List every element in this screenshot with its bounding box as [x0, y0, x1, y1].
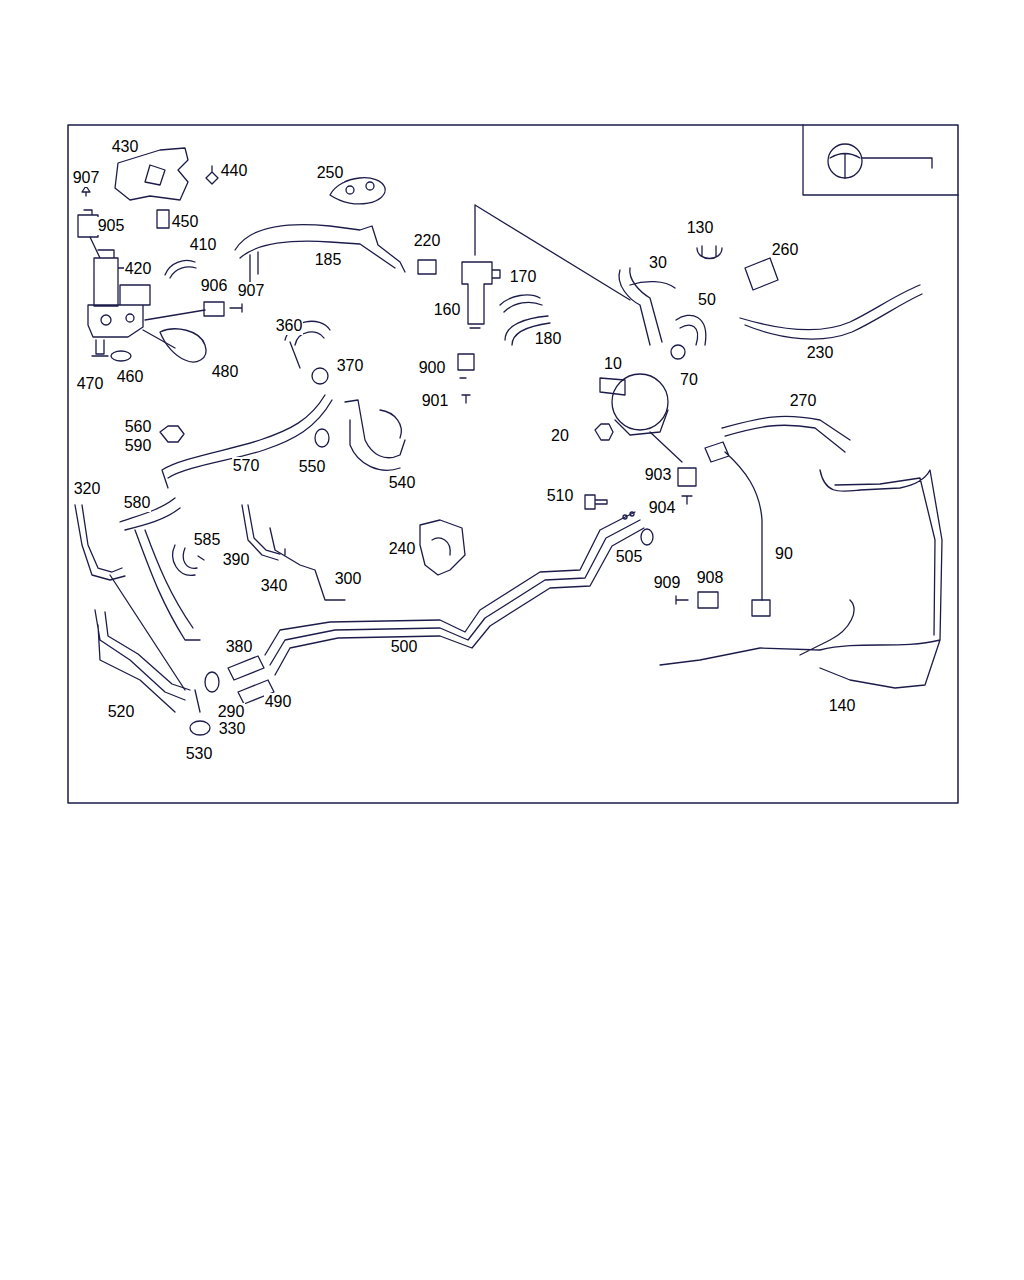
- callout-number: 360: [275, 317, 304, 335]
- callout-number: 330: [218, 720, 247, 738]
- callout-number: 909: [653, 574, 682, 592]
- callout-number: 505: [615, 548, 644, 566]
- callout-number: 380: [225, 638, 254, 656]
- callout-number: 450: [171, 213, 200, 231]
- callout-number: 908: [696, 569, 725, 587]
- callout-number: 907: [237, 282, 266, 300]
- callout-number: 905: [97, 217, 126, 235]
- callout-number: 30: [648, 254, 668, 272]
- callout-number: 904: [648, 499, 677, 517]
- callout-number: 390: [222, 551, 251, 569]
- callout-number: 260: [771, 241, 800, 259]
- callout-number: 510: [546, 487, 575, 505]
- callout-number: 500: [390, 638, 419, 656]
- callout-number: 180: [534, 330, 563, 348]
- callout-number: 20: [550, 427, 570, 445]
- callout-number: 903: [644, 466, 673, 484]
- callout-number: 550: [298, 458, 327, 476]
- callout-number: 90: [774, 545, 794, 563]
- callout-number: 470: [76, 375, 105, 393]
- callout-number: 320: [73, 480, 102, 498]
- callout-number: 10: [603, 355, 623, 373]
- callout-number: 270: [789, 392, 818, 410]
- callout-number: 580: [123, 494, 152, 512]
- callout-number: 430: [111, 138, 140, 156]
- callout-number: 490: [264, 693, 293, 711]
- callout-number: 907: [72, 169, 101, 187]
- callout-number: 540: [388, 474, 417, 492]
- callout-number: 460: [116, 368, 145, 386]
- callout-number: 130: [686, 219, 715, 237]
- callout-number: 170: [509, 268, 538, 286]
- callout-number: 70: [679, 371, 699, 389]
- callout-number: 230: [806, 344, 835, 362]
- callout-number: 590: [124, 437, 153, 455]
- callout-number: 560: [124, 418, 153, 436]
- callout-number: 440: [220, 162, 249, 180]
- callout-number: 420: [124, 260, 153, 278]
- callout-number: 50: [697, 291, 717, 309]
- callout-number: 370: [336, 357, 365, 375]
- callout-number: 900: [418, 359, 447, 377]
- callout-number: 906: [200, 277, 229, 295]
- callout-number: 240: [388, 540, 417, 558]
- callout-number: 585: [193, 531, 222, 549]
- callout-number: 160: [433, 301, 462, 319]
- callout-number: 410: [189, 236, 218, 254]
- callout-number: 480: [211, 363, 240, 381]
- callout-number: 300: [334, 570, 363, 588]
- callout-number: 220: [413, 232, 442, 250]
- callout-number: 570: [232, 457, 261, 475]
- callout-number: 901: [421, 392, 450, 410]
- callout-number: 530: [185, 745, 214, 763]
- callout-number: 185: [314, 251, 343, 269]
- callout-number: 520: [107, 703, 136, 721]
- callout-number: 290: [217, 703, 246, 721]
- callout-number: 340: [260, 577, 289, 595]
- callout-number: 250: [316, 164, 345, 182]
- callout-number: 140: [828, 697, 857, 715]
